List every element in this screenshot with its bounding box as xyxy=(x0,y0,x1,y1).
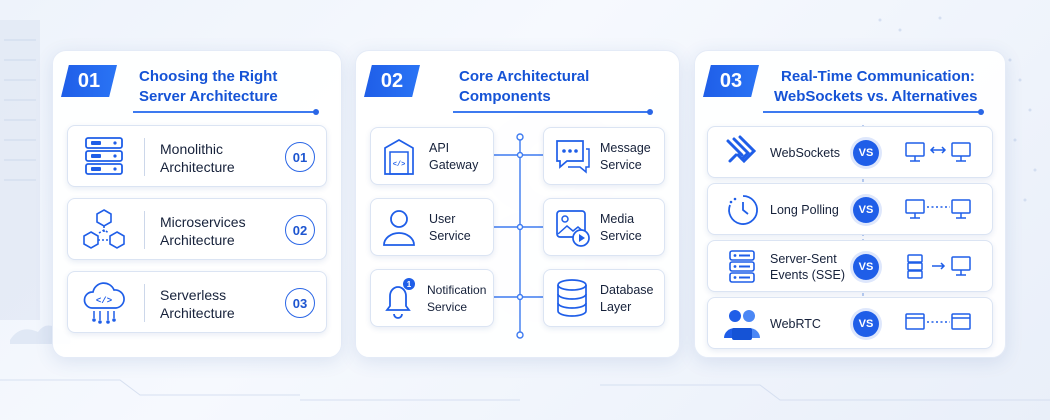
comparison-row-long-polling[interactable]: Long Polling VS xyxy=(707,183,993,235)
panel-number-badge: 01 xyxy=(61,65,117,97)
vs-badge: VS xyxy=(853,254,879,280)
component-card-notification-service[interactable]: 1 Notification Service xyxy=(370,269,494,327)
title-underline xyxy=(453,109,653,115)
server-stack-icon xyxy=(85,137,123,175)
component-card-user-service[interactable]: User Service xyxy=(370,198,494,256)
panel-title-line2: WebSockets vs. Alternatives xyxy=(774,88,978,105)
monitor-dotted-monitor-icon xyxy=(905,199,971,219)
clock-icon xyxy=(728,195,758,225)
component-label-line1: Media xyxy=(600,212,635,226)
architecture-label-line2: Architecture xyxy=(160,159,235,175)
websocket-icon xyxy=(726,135,757,164)
vs-badge: VS xyxy=(853,197,879,223)
panel-title-line1: Core Architectural xyxy=(459,68,590,85)
comparison-row-sse[interactable]: Server-Sent Events (SSE) VS xyxy=(707,240,993,292)
panel-core-components: 02 Core Architectural Components </> API… xyxy=(355,50,680,358)
item-number: 01 xyxy=(285,142,315,172)
server-arrow-monitor-icon xyxy=(907,254,971,279)
component-label-line1: API xyxy=(429,141,450,155)
component-label-line1: Database xyxy=(600,283,654,297)
window-dotted-window-icon xyxy=(905,313,971,330)
component-label-line1: Notification xyxy=(427,283,487,297)
component-label-line2: Service xyxy=(600,229,642,243)
method-label-line1: Server-Sent xyxy=(770,252,837,266)
component-label-line2: Service xyxy=(600,158,642,172)
peer-users-icon xyxy=(724,310,760,340)
chat-icon xyxy=(556,140,590,174)
component-card-media-service[interactable]: Media Service xyxy=(543,198,665,256)
architecture-label-line1: Monolithic xyxy=(160,141,224,157)
architecture-label-line1: Serverless xyxy=(160,287,227,303)
panel-title-line2: Server Architecture xyxy=(139,88,278,105)
title-underline xyxy=(763,109,984,115)
architecture-label-line1: Microservices xyxy=(160,214,246,230)
panel-realtime-communication: 03 Real-Time Communication: WebSockets v… xyxy=(694,50,1006,358)
comparison-row-webrtc[interactable]: WebRTC VS xyxy=(707,297,993,349)
cubes-network-icon xyxy=(83,209,125,249)
gateway-icon: </> xyxy=(384,139,414,175)
component-label-line2: Gateway xyxy=(429,158,479,172)
method-label-line2: Events (SSE) xyxy=(770,268,846,282)
panel-title-line2: Components xyxy=(459,88,551,105)
architecture-card-monolithic[interactable]: Monolithic Architecture 01 xyxy=(67,125,327,187)
title-underline xyxy=(133,109,319,115)
bell-icon: 1 xyxy=(385,278,415,319)
component-card-database-layer[interactable]: Database Layer xyxy=(543,269,665,327)
architecture-label-line2: Architecture xyxy=(160,305,235,321)
panel-title-line1: Choosing the Right xyxy=(139,68,278,85)
panel-title-line1: Real-Time Communication: xyxy=(781,68,975,85)
vs-badge: VS xyxy=(853,311,879,337)
media-icon xyxy=(556,210,590,247)
server-list-icon xyxy=(729,250,755,283)
connection-bus xyxy=(494,133,546,339)
svg-text:</>: </> xyxy=(393,161,406,169)
component-card-api-gateway[interactable]: </> API Gateway xyxy=(370,127,494,185)
notification-count: 1 xyxy=(407,280,412,289)
cloud-code-icon: </> xyxy=(83,282,125,324)
component-label-line2: Service xyxy=(429,229,471,243)
component-label-line1: Message xyxy=(600,141,651,155)
vs-badge: VS xyxy=(853,140,879,166)
architecture-card-microservices[interactable]: Microservices Architecture 02 xyxy=(67,198,327,260)
panel-number-badge: 02 xyxy=(364,65,420,97)
method-label-line1: Long Polling xyxy=(770,203,839,217)
method-label-line1: WebRTC xyxy=(770,317,821,331)
database-icon xyxy=(557,279,587,317)
monitor-bidirectional-monitor-icon xyxy=(905,142,971,162)
comparison-row-websockets[interactable]: WebSockets VS xyxy=(707,126,993,178)
svg-text:</>: </> xyxy=(96,296,112,306)
component-card-message-service[interactable]: Message Service xyxy=(543,127,665,185)
item-number: 02 xyxy=(285,215,315,245)
architecture-label-line2: Architecture xyxy=(160,232,235,248)
panel-number-badge: 03 xyxy=(703,65,759,97)
item-number: 03 xyxy=(285,288,315,318)
user-icon xyxy=(383,210,415,246)
architecture-card-serverless[interactable]: </> Serverless Architecture 03 xyxy=(67,271,327,333)
component-label-line1: User xyxy=(429,212,456,226)
panel-server-architecture: 01 Choosing the Right Server Architectur… xyxy=(52,50,342,358)
component-label-line2: Layer xyxy=(600,300,632,314)
component-label-line2: Service xyxy=(427,300,468,314)
method-label-line1: WebSockets xyxy=(770,146,840,160)
